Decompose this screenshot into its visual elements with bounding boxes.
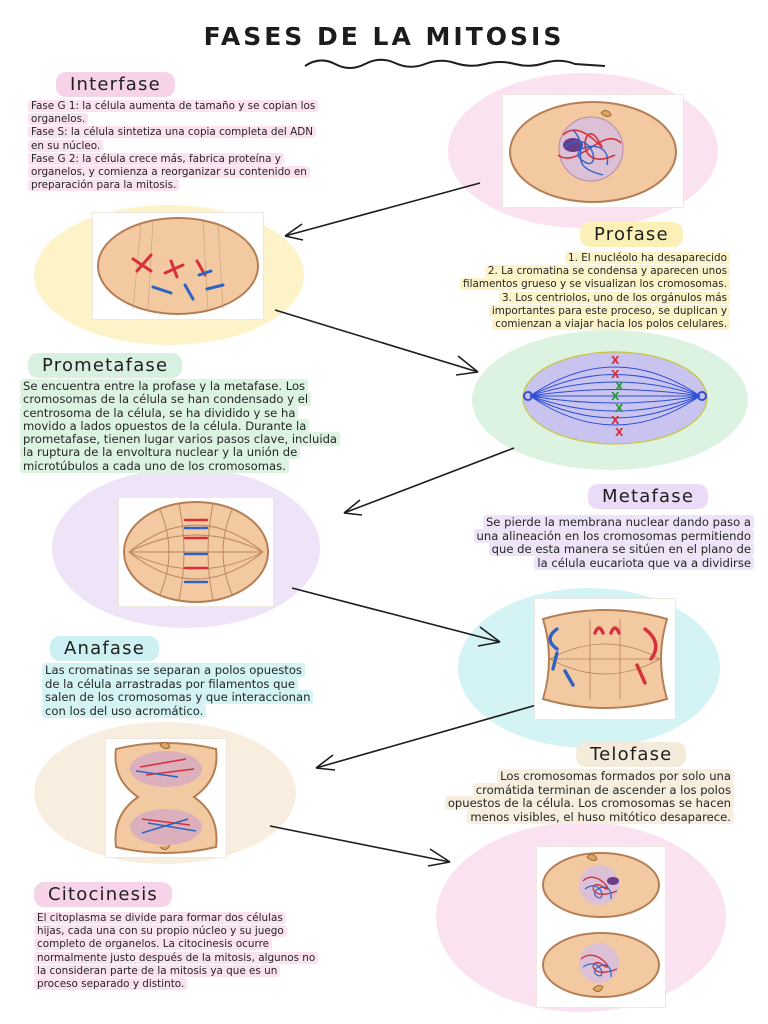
citocinesis-line: hijas, cada una con su propio núcleo y s… [34, 925, 287, 938]
arrow-2-head [455, 355, 479, 376]
interfase-line: preparación para la mitosis. [28, 179, 180, 192]
arrow-1 [284, 182, 481, 237]
profase-line: importantes para este proceso, se duplic… [488, 304, 730, 317]
interfase-cell-illustration [502, 94, 684, 208]
citocinesis-line: proceso separado y distinto. [34, 978, 188, 991]
citocinesis-line: El citoplasma se divide para formar dos … [34, 912, 286, 924]
svg-text:X: X [615, 380, 624, 393]
telofase-label: Telofase [576, 742, 687, 767]
citocinesis-line: la consideran parte de la mitosis ya que… [34, 964, 281, 977]
prometafase-line: cromosomas de la célula se han condensad… [20, 392, 312, 407]
telofase-cell-illustration [105, 738, 227, 858]
telofase-line: cromátida terminan de ascender a los pol… [472, 782, 734, 797]
prometafase-line: centrosoma de la célula, se ha dividido … [20, 405, 299, 420]
interfase-description: Fase G 1: la célula aumenta de tamaño y … [28, 100, 408, 192]
svg-text:X: X [611, 354, 620, 367]
metafase-line: una alineación en los cromosomas permiti… [473, 528, 754, 543]
anafase-line: Las cromatinas se separan a polos opuest… [42, 663, 305, 677]
citocinesis-description: El citoplasma se divide para formar dos … [34, 912, 414, 991]
prometafase-label: Prometafase [28, 353, 183, 378]
telofase-description: Los cromosomas formados por solo una cro… [330, 769, 734, 824]
prometafase-description: Se encuentra entre la profase y la metaf… [20, 379, 460, 473]
anafase-line: de la célula arrastradas por filamentos … [42, 676, 298, 691]
arrow-3 [343, 447, 515, 514]
prometafase-line: Se encuentra entre la profase y la metaf… [20, 379, 309, 393]
interfase-label: Interfase [56, 72, 175, 97]
title-squiggle [304, 58, 606, 69]
metafase-line: que de esta manera se sitúen en el plano… [488, 542, 754, 556]
arrow-4 [291, 587, 501, 643]
telofase-line: Los cromosomas formados por solo una [497, 769, 734, 783]
telofase-line: opuestos de la célula. Los cromosomas se… [444, 796, 734, 811]
svg-text:X: X [615, 426, 624, 439]
arrow-4-head [477, 626, 501, 647]
arrow-2 [274, 309, 479, 373]
interfase-line: organelos. [28, 113, 89, 126]
interfase-line: Fase G 1: la célula aumenta de tamaño y … [28, 100, 319, 112]
anafase-line: salen de los cromosomas y que interaccio… [42, 690, 314, 705]
anafase-cell-illustration [534, 598, 676, 720]
profase-line: 3. Los centriolos, uno de los orgánulos … [499, 291, 730, 304]
citocinesis-line: normalmente justo después de la mitosis,… [34, 951, 319, 964]
profase-line: 2. La cromatina se condensa y aparecen u… [484, 265, 730, 278]
citocinesis-line: completo de organelos. La citocinesis oc… [34, 938, 273, 951]
prometafase-line: movido a lados opuestos de la célula. Du… [20, 418, 310, 433]
metafase-line: Se pierde la membrana nuclear dando paso… [482, 515, 754, 529]
svg-text:X: X [615, 402, 624, 415]
svg-text:X: X [611, 368, 620, 381]
profase-line: filamentos grueso y se visualizan los cr… [460, 278, 730, 291]
profase-line: comienzan a viajar hacia los polos celul… [492, 318, 730, 331]
interfase-line: organelos, y comienza a reorganizar su c… [28, 166, 310, 179]
metafase-label: Metafase [588, 484, 709, 509]
profase-label: Profase [580, 222, 683, 247]
arrow-5 [315, 703, 541, 769]
metafase-description: Se pierde la membrana nuclear dando paso… [340, 515, 754, 570]
profase-description: 1. El nucléolo ha desaparecido 2. La cro… [360, 252, 730, 331]
anafase-description: Las cromatinas se separan a polos opuest… [42, 663, 432, 718]
interfase-line: Fase G 2: la célula crece más, fabrica p… [28, 152, 284, 165]
arrow-5-head [315, 754, 336, 771]
metafase-cell-illustration [118, 497, 274, 607]
anafase-line: con los del uso acromático. [42, 703, 207, 718]
page-title: FASES DE LA MITOSIS [203, 22, 565, 51]
interfase-line: Fase S: la célula sintetiza una copia co… [28, 126, 316, 139]
svg-text:X: X [611, 414, 620, 427]
arrow-6 [269, 825, 451, 863]
arrow-6-head [427, 848, 451, 867]
svg-text:X: X [611, 390, 620, 403]
prometafase-line: microtúbulos a cada uno de los cromosoma… [20, 458, 289, 473]
profase-line: 1. El nucléolo ha desaparecido [564, 252, 730, 264]
arrow-3-head [343, 499, 363, 516]
citocinesis-cell-illustration [536, 846, 666, 1008]
metafase-line: la célula eucariota que va a dividirse [534, 555, 754, 570]
interfase-line: en su núcleo. [28, 139, 104, 152]
telofase-line: menos visibles, el huso mitótico desapar… [467, 809, 734, 824]
prometafase-line: la ruptura de la envoltura nuclear y la … [20, 445, 301, 460]
prometafase-cell-illustration: X X X X X X X [522, 351, 708, 445]
prometafase-line: prometafase, tienen lugar varios pasos c… [20, 432, 341, 447]
arrow-1-head [284, 223, 304, 241]
anafase-label: Anafase [50, 636, 159, 661]
citocinesis-label: Citocinesis [34, 882, 172, 907]
profase-cell-illustration [92, 212, 264, 320]
